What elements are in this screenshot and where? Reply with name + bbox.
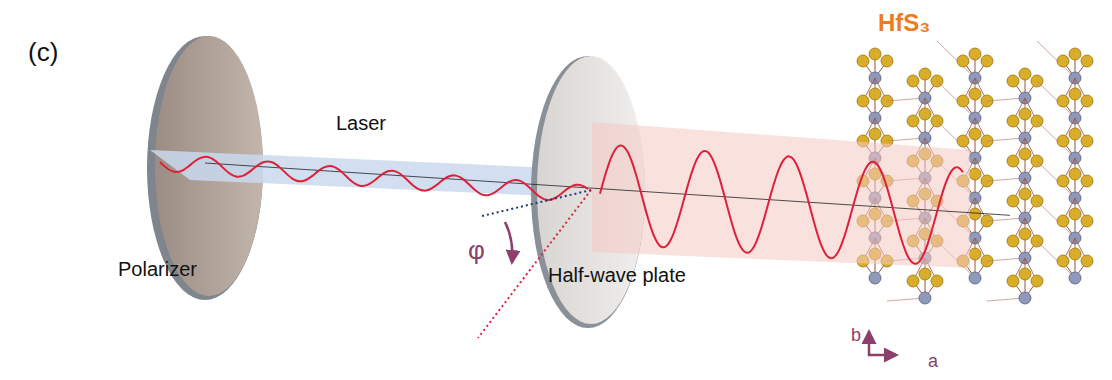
axis-label: a — [928, 352, 938, 372]
rotated-beam-plane — [592, 122, 970, 268]
axis-label: b — [851, 326, 861, 346]
material-label: HfS₃ — [878, 10, 930, 36]
a-axis-arrow — [868, 354, 896, 357]
angle-symbol: φ — [468, 236, 485, 265]
angle-arc — [505, 222, 512, 262]
component-label: Polarizer — [118, 258, 197, 280]
light-wave — [160, 157, 588, 200]
rotated-light-wave — [600, 145, 963, 263]
component-label: Half-wave plate — [548, 264, 686, 286]
panel-letter: (c) — [28, 38, 58, 67]
reference-line — [482, 190, 591, 216]
b-axis-arrow — [868, 332, 871, 356]
beam-label: Laser — [336, 112, 386, 134]
